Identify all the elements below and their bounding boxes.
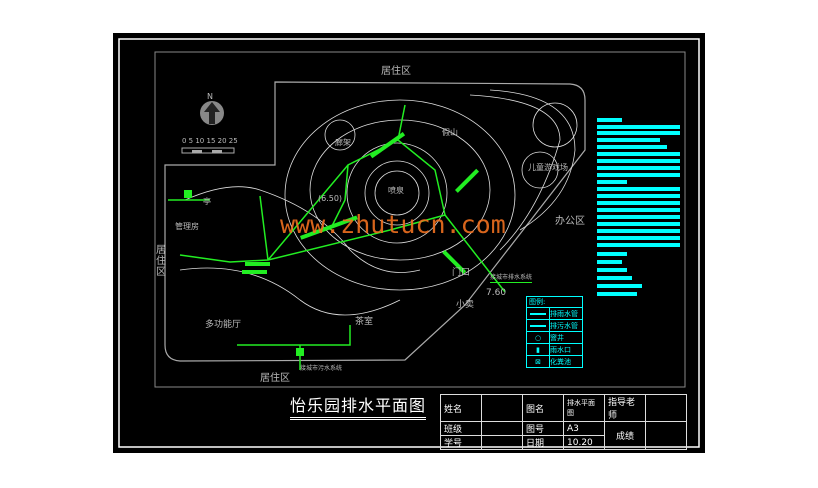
sheet-border — [118, 38, 700, 448]
area-label-top: 居住区 — [381, 66, 411, 77]
legend-title: 图例: — [529, 298, 546, 306]
north-label: N — [207, 92, 213, 101]
contour-lines — [179, 89, 578, 316]
tb-cell: 班级 — [440, 421, 482, 436]
feature-hall: 多功能厅 — [205, 320, 242, 330]
feature-gate: 门口 — [452, 268, 471, 278]
tb-cell — [481, 435, 523, 450]
feature-rockery: 假山 — [442, 128, 458, 137]
storm-pipe-symbol — [530, 312, 546, 315]
elevation-1: (6.50) — [318, 194, 343, 203]
tb-cell: 姓名 — [440, 394, 482, 422]
area-label-bottom: 居住区 — [260, 373, 290, 384]
feature-playground: 儿童游戏场 — [528, 163, 568, 172]
feature-fountain: 喷泉 — [388, 186, 404, 195]
scale-bar — [181, 147, 235, 154]
legend-sewage-pipe: 排污水管 — [527, 319, 582, 331]
sewage-pipe-symbol — [530, 324, 546, 327]
storm-outlet-label: 接城市排水系统 — [490, 274, 533, 283]
tb-cell — [645, 394, 687, 422]
tb-cell: 指导老师 — [604, 394, 646, 422]
legend-storm-pipe: 排雨水管 — [527, 307, 582, 319]
feature-teahouse: 茶室 — [355, 317, 374, 327]
area-label-left: 居 住 区 — [156, 245, 166, 278]
design-notes-block — [597, 118, 680, 296]
tb-cell: 排水平面图 — [563, 394, 605, 422]
inlet-icon: ▮ — [527, 344, 550, 355]
septic-tank-icon: ⊠ — [527, 356, 550, 367]
tb-cell: 图号 — [522, 421, 564, 436]
watermark: www.zhutucn.com — [280, 210, 506, 239]
elevation-2: 7.60 — [486, 288, 507, 298]
manhole-icon: ○ — [527, 332, 550, 343]
legend-manhole: ○窨井 — [527, 331, 582, 343]
legend-inlet: ▮雨水口 — [527, 343, 582, 355]
tb-cell: 日期 — [522, 435, 564, 450]
inner-frame — [154, 51, 686, 388]
feature-pergola: 廊架 — [335, 138, 351, 147]
tb-cell — [645, 421, 687, 450]
pipe-bars — [184, 132, 480, 356]
legend-septic: ⊠化粪池 — [527, 355, 582, 367]
feature-mgmt: 管理房 — [175, 222, 199, 231]
tb-cell — [481, 394, 523, 422]
legend: 图例: 排雨水管 排污水管 ○窨井 ▮雨水口 ⊠化粪池 — [526, 296, 583, 368]
tb-cell: 学号 — [440, 435, 482, 450]
area-label-right: 办公区 — [555, 216, 585, 227]
feature-kiosk: 小卖 — [456, 300, 475, 310]
drawing-title: 怡乐园排水平面图 — [290, 392, 427, 420]
tb-cell: 图名 — [522, 394, 564, 422]
tb-cell: 10.20 — [563, 435, 605, 450]
tb-cell: A3 — [563, 421, 605, 436]
feature-pavilion: 亭 — [203, 197, 211, 206]
sewage-outlet-label: 接城市污水系统 — [300, 365, 343, 372]
north-arrow-icon — [200, 101, 224, 125]
site-boundary — [164, 81, 586, 362]
tb-cell — [481, 421, 523, 436]
scale-ticks: 0 5 10 15 20 25 — [182, 137, 238, 145]
tb-cell: 成绩 — [604, 421, 646, 450]
